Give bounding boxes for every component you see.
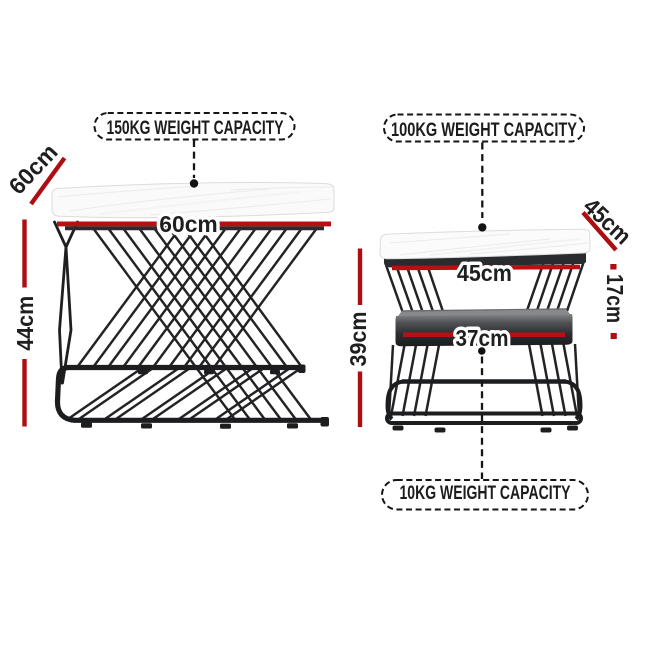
svg-text:39cm: 39cm [345, 312, 371, 367]
svg-text:10KG WEIGHT CAPACITY: 10KG WEIGHT CAPACITY [400, 483, 571, 504]
svg-text:17cm: 17cm [602, 274, 628, 323]
svg-text:100KG WEIGHT CAPACITY: 100KG WEIGHT CAPACITY [391, 120, 577, 141]
svg-text:37cm: 37cm [456, 325, 509, 351]
svg-text:45cm: 45cm [457, 260, 512, 286]
svg-text:150KG WEIGHT CAPACITY: 150KG WEIGHT CAPACITY [107, 118, 284, 139]
svg-text:60cm: 60cm [159, 211, 218, 237]
svg-text:44cm: 44cm [12, 296, 38, 351]
